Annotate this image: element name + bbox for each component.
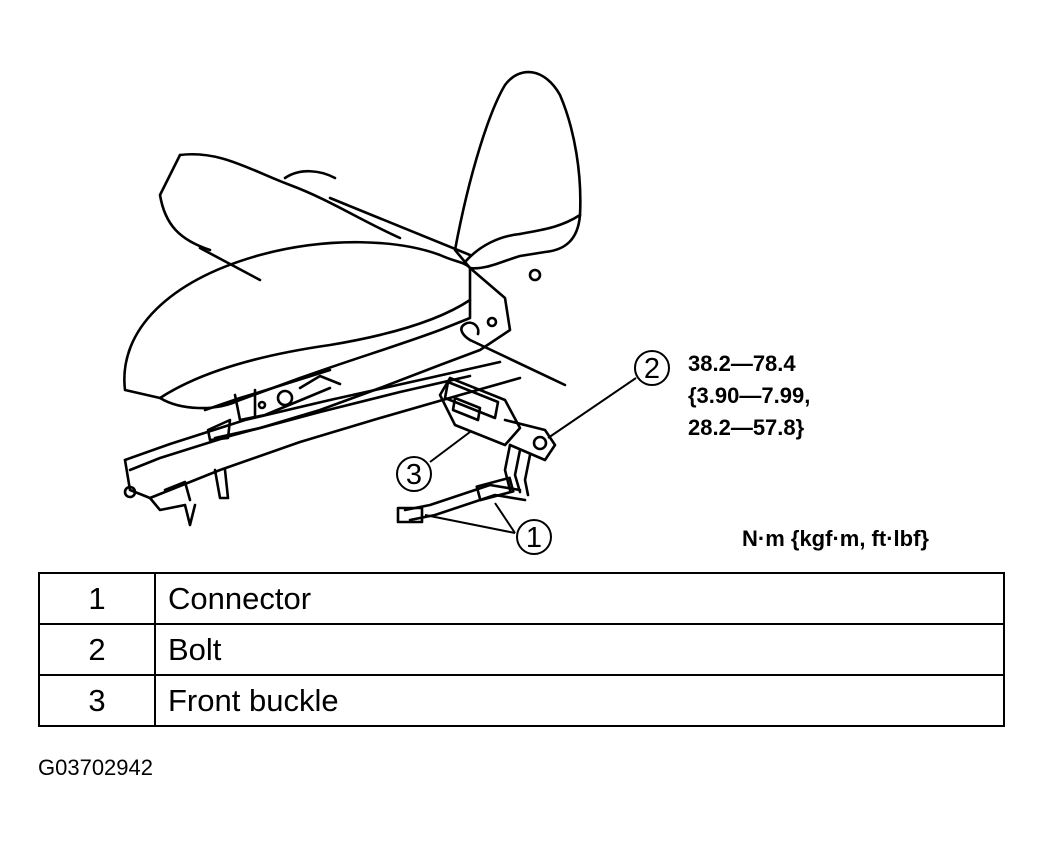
callout-3: 3	[396, 456, 432, 492]
seat-back	[453, 70, 582, 270]
svg-text:1: 1	[526, 522, 542, 554]
seat-cushion	[123, 240, 472, 400]
legend-part-name: Connector	[154, 572, 1005, 625]
torque-line-nm: 38.2—78.4	[688, 351, 796, 376]
legend-number: 3	[38, 674, 156, 727]
legend-part-name: Bolt	[154, 623, 1005, 676]
table-row: 1 Connector	[38, 572, 1005, 625]
front-buckle-shape	[438, 376, 557, 497]
table-row: 2 Bolt	[38, 623, 1005, 676]
leader-line-1a	[424, 514, 516, 534]
leader-line-3	[429, 431, 471, 463]
torque-unit-label: N·m {kgf·m, ft·lbf}	[742, 526, 929, 551]
legend-number: 2	[38, 623, 156, 676]
callout-1: 1	[516, 519, 552, 555]
figure-id: G03702942	[38, 755, 153, 780]
connector-shape	[396, 476, 527, 524]
table-row: 3 Front buckle	[38, 674, 1005, 727]
legend-number: 1	[38, 572, 156, 625]
svg-text:3: 3	[406, 459, 422, 491]
seat-buckle-illustration: 1 2 3	[123, 70, 670, 555]
leader-line-2	[547, 377, 637, 439]
torque-specification: 38.2—78.4 {3.90—7.99, 28.2—57.8}	[688, 348, 810, 444]
torque-line-ftlbf: 28.2—57.8}	[688, 415, 805, 440]
svg-text:2: 2	[644, 353, 660, 385]
legend-part-name: Front buckle	[154, 674, 1005, 727]
parts-legend-table: 1 Connector 2 Bolt 3 Front buckle	[38, 572, 1005, 727]
callout-2: 2	[634, 350, 670, 386]
torque-line-kgfm: {3.90—7.99,	[688, 383, 811, 408]
leader-line-1b	[494, 502, 516, 534]
